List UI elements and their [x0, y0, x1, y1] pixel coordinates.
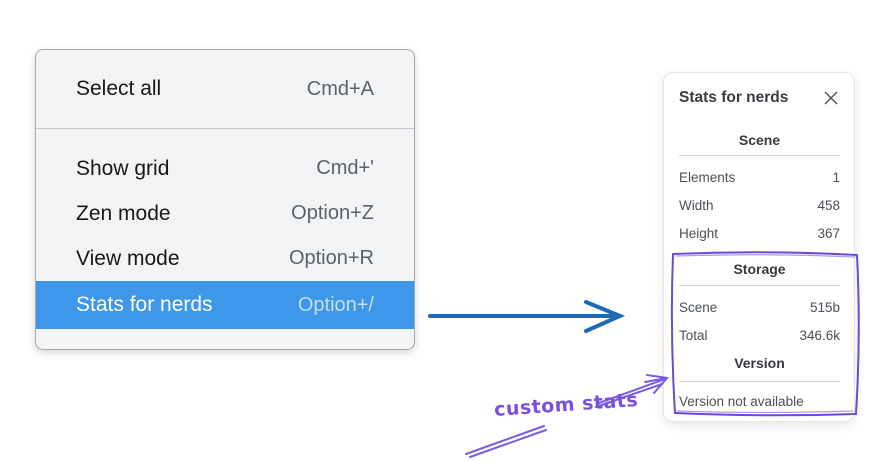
- stat-value: 458: [817, 198, 840, 213]
- version-note: Version not available: [679, 394, 804, 409]
- stat-label: Scene: [679, 300, 718, 315]
- menu-separator: [36, 128, 414, 129]
- close-icon[interactable]: [822, 89, 840, 107]
- stat-value: 346.6k: [799, 328, 840, 343]
- menu-item-stats-for-nerds[interactable]: Stats for nerds Option+/: [36, 281, 414, 329]
- custom-stats-annotation: custom stats: [493, 388, 639, 422]
- menu-item-shortcut: Cmd+': [316, 157, 374, 179]
- menu-item-shortcut: Option+Z: [291, 202, 374, 224]
- menu-item-label: Stats for nerds: [76, 293, 213, 316]
- section-heading-storage: Storage: [733, 261, 786, 277]
- menu-item-shortcut: Option+/: [297, 293, 374, 316]
- stat-value: 1: [832, 170, 840, 185]
- stat-value: 367: [817, 226, 840, 241]
- stat-row-elements: Elements 1: [679, 164, 840, 192]
- stat-row-height: Height 367: [679, 220, 840, 248]
- menu-item-label: View mode: [76, 246, 180, 270]
- stats-panel-title: Stats for nerds: [679, 89, 789, 106]
- divider: [679, 155, 840, 156]
- menu-item-label: Select all: [76, 77, 162, 100]
- stat-row-width: Width 458: [679, 192, 840, 220]
- stat-label: Elements: [679, 170, 736, 185]
- stat-row-total-size: Total 346.6k: [679, 322, 840, 350]
- menu-item-view-mode[interactable]: View mode Option+R: [36, 236, 414, 281]
- stat-value: 515b: [809, 300, 840, 315]
- section-heading-scene: Scene: [738, 132, 781, 148]
- divider: [679, 381, 840, 382]
- menu-item-shortcut: Cmd+A: [306, 77, 374, 100]
- menu-item-zen-mode[interactable]: Zen mode Option+Z: [36, 191, 414, 236]
- stat-label: Width: [679, 198, 714, 213]
- section-heading-version: Version: [734, 355, 785, 371]
- menu-item-select-all[interactable]: Select all Cmd+A: [36, 50, 414, 128]
- menu-item-shortcut: Option+R: [288, 247, 374, 269]
- menu-item-label: Show grid: [76, 156, 170, 180]
- menu-to-panel-arrow: [428, 300, 626, 333]
- stat-row-scene-size: Scene 515b: [679, 294, 840, 322]
- menu-item-label: Zen mode: [76, 201, 171, 225]
- context-menu: Select all Cmd+A Show grid Cmd+' Zen mod…: [35, 49, 415, 350]
- stats-panel: Stats for nerds Scene Elements 1 Width 4…: [663, 72, 855, 422]
- stat-label: Total: [679, 328, 708, 343]
- menu-item-show-grid[interactable]: Show grid Cmd+': [36, 146, 414, 191]
- divider: [679, 285, 840, 286]
- stat-label: Height: [679, 226, 719, 241]
